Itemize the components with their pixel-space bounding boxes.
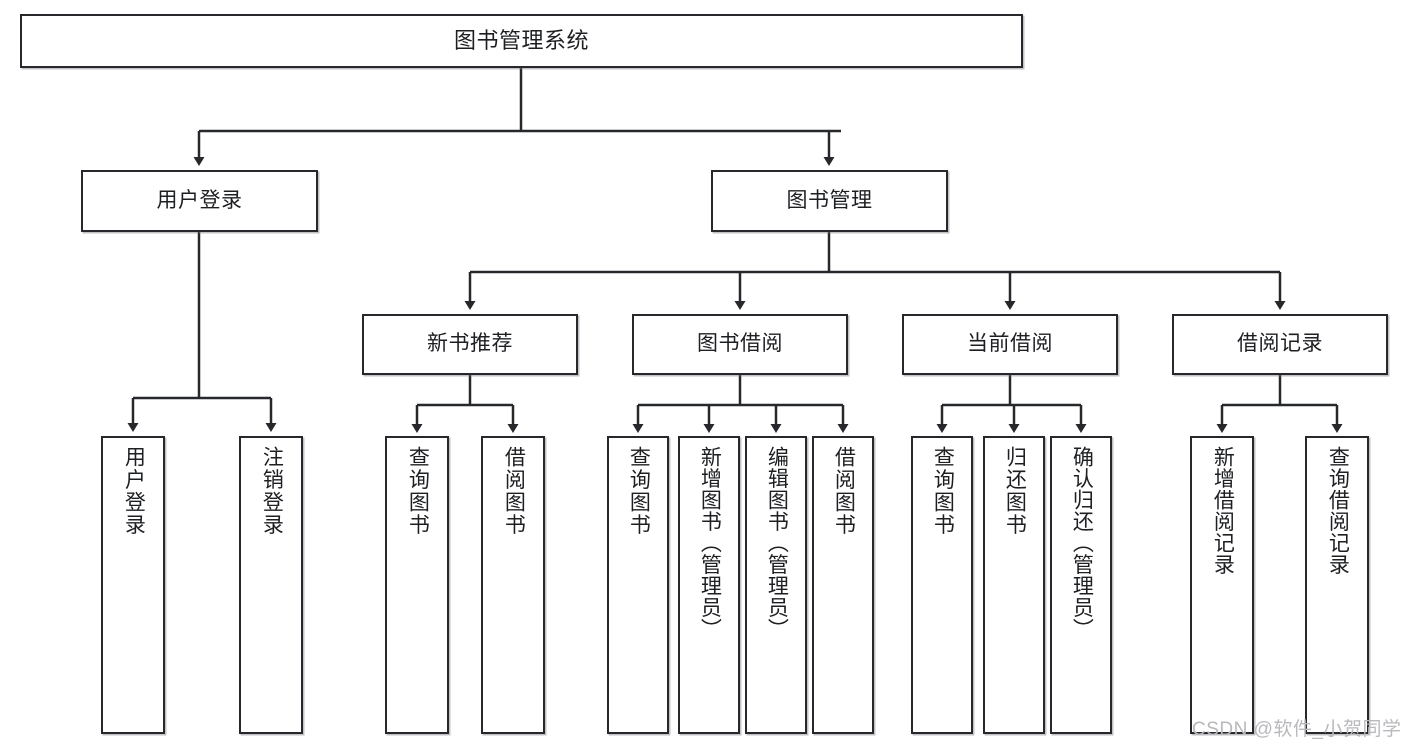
node-leaf-add-book[interactable]: 新增图书（管理员）: [678, 436, 740, 734]
node-leaf-return-book[interactable]: 归还图书: [983, 436, 1045, 734]
node-leaf-borrow-book-rec-label: 借阅图书: [502, 446, 526, 536]
node-leaf-query-book-current[interactable]: 查询图书: [911, 436, 973, 734]
node-leaf-query-book-rec-label: 查询图书: [406, 446, 430, 536]
node-leaf-logout-label: 注销登录: [260, 446, 284, 536]
node-leaf-confirm-return[interactable]: 确认归还（管理员）: [1050, 436, 1112, 734]
node-book-manage-label: 图书管理: [786, 188, 873, 212]
node-user-login-label: 用户登录: [156, 188, 243, 212]
edge-group-book-borrow: [632, 375, 849, 433]
node-book-manage[interactable]: 图书管理: [711, 170, 948, 232]
node-user-login[interactable]: 用户登录: [81, 170, 318, 232]
node-leaf-add-record[interactable]: 新增借阅记录: [1190, 436, 1254, 734]
node-leaf-borrow-book[interactable]: 借阅图书: [812, 436, 874, 734]
node-current-borrow-label: 当前借阅: [967, 332, 1053, 356]
node-book-borrow[interactable]: 图书借阅: [632, 314, 848, 375]
node-leaf-edit-book[interactable]: 编辑图书（管理员）: [745, 436, 807, 734]
node-borrow-record-label: 借阅记录: [1237, 332, 1323, 356]
edge-group-borrow-record: [1216, 375, 1343, 433]
watermark-text: CSDN @软件_小贺同学: [1192, 719, 1402, 740]
node-leaf-user-login[interactable]: 用户登录: [101, 436, 165, 734]
edge-group-current-borrow: [936, 375, 1087, 433]
node-leaf-query-book-borrow[interactable]: 查询图书: [607, 436, 669, 734]
node-current-borrow[interactable]: 当前借阅: [902, 314, 1118, 375]
node-leaf-return-book-label: 归还图书: [1003, 446, 1027, 536]
node-book-borrow-label: 图书借阅: [697, 332, 783, 356]
node-root-label: 图书管理系统: [453, 28, 589, 54]
node-leaf-query-book-current-label: 查询图书: [931, 446, 955, 536]
node-borrow-record[interactable]: 借阅记录: [1172, 314, 1388, 375]
node-leaf-logout[interactable]: 注销登录: [239, 436, 303, 734]
node-root[interactable]: 图书管理系统: [20, 14, 1023, 68]
edge-group-new-book-rec: [411, 375, 519, 433]
node-leaf-query-book-rec[interactable]: 查询图书: [385, 436, 449, 734]
node-new-book-rec[interactable]: 新书推荐: [362, 314, 578, 375]
edge-group-root: [193, 68, 841, 166]
node-leaf-edit-book-label: 编辑图书（管理员）: [765, 446, 789, 640]
node-new-book-rec-label: 新书推荐: [427, 332, 513, 356]
node-leaf-add-book-label: 新增图书（管理员）: [698, 446, 722, 640]
node-leaf-borrow-book-label: 借阅图书: [832, 446, 856, 536]
node-leaf-query-record-label: 查询借阅记录: [1326, 446, 1350, 575]
node-leaf-borrow-book-rec[interactable]: 借阅图书: [481, 436, 545, 734]
edge-group-book-manage: [464, 232, 1286, 310]
node-leaf-user-login-label: 用户登录: [122, 446, 146, 536]
node-leaf-add-record-label: 新增借阅记录: [1211, 446, 1235, 575]
node-leaf-query-book-borrow-label: 查询图书: [627, 446, 651, 536]
edge-group-user-login: [127, 232, 277, 432]
node-leaf-query-record[interactable]: 查询借阅记录: [1305, 436, 1369, 734]
node-leaf-confirm-return-label: 确认归还（管理员）: [1070, 446, 1094, 640]
